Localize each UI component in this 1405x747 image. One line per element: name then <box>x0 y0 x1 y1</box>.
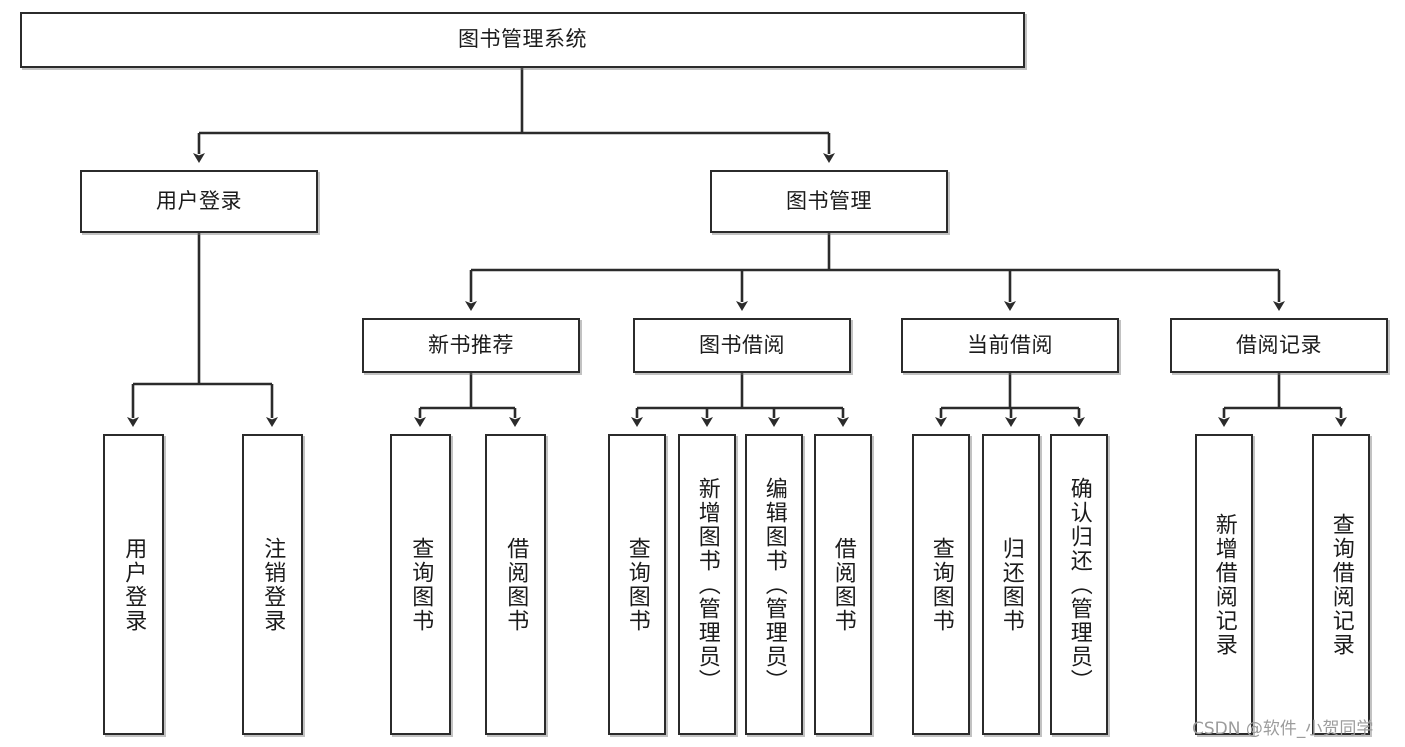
node-user-login-label: 用户登录 <box>156 188 242 213</box>
node-leaf-confirm-return-label: 确认归还（管理员） <box>1066 476 1092 693</box>
node-leaf-borrow-book-2[interactable]: 借阅图书 <box>814 434 872 735</box>
node-leaf-return-book[interactable]: 归还图书 <box>982 434 1040 735</box>
node-leaf-add-record[interactable]: 新增借阅记录 <box>1195 434 1253 735</box>
node-leaf-query-book-1[interactable]: 查询图书 <box>390 434 451 735</box>
node-leaf-query-record-label: 查询借阅记录 <box>1328 512 1354 657</box>
node-new-book-rec[interactable]: 新书推荐 <box>362 318 580 373</box>
node-borrow-record-label: 借阅记录 <box>1236 332 1322 357</box>
node-leaf-add-book-label: 新增图书（管理员） <box>694 476 720 693</box>
node-borrow-record[interactable]: 借阅记录 <box>1170 318 1388 373</box>
node-root-label: 图书管理系统 <box>458 27 587 52</box>
node-root[interactable]: 图书管理系统 <box>20 12 1025 68</box>
node-leaf-query-book-3-label: 查询图书 <box>928 536 954 633</box>
node-leaf-add-book[interactable]: 新增图书（管理员） <box>678 434 736 735</box>
node-leaf-user-login-label: 用户登录 <box>121 536 147 633</box>
node-leaf-confirm-return[interactable]: 确认归还（管理员） <box>1050 434 1108 735</box>
node-leaf-borrow-book-1[interactable]: 借阅图书 <box>485 434 546 735</box>
node-leaf-edit-book[interactable]: 编辑图书（管理员） <box>745 434 803 735</box>
node-leaf-edit-book-label: 编辑图书（管理员） <box>761 476 787 693</box>
node-leaf-add-record-label: 新增借阅记录 <box>1211 512 1237 657</box>
node-leaf-user-login[interactable]: 用户登录 <box>103 434 164 735</box>
node-leaf-query-book-2-label: 查询图书 <box>624 536 650 633</box>
node-leaf-query-record[interactable]: 查询借阅记录 <box>1312 434 1370 735</box>
node-new-book-rec-label: 新书推荐 <box>428 332 514 357</box>
node-leaf-return-book-label: 归还图书 <box>998 536 1024 633</box>
node-leaf-query-book-2[interactable]: 查询图书 <box>608 434 666 735</box>
node-book-manage[interactable]: 图书管理 <box>710 170 948 233</box>
node-user-login[interactable]: 用户登录 <box>80 170 318 233</box>
node-leaf-user-logout-label: 注销登录 <box>260 536 286 633</box>
node-leaf-borrow-book-2-label: 借阅图书 <box>830 536 856 633</box>
node-book-borrow-label: 图书借阅 <box>699 332 785 357</box>
node-current-borrow[interactable]: 当前借阅 <box>901 318 1119 373</box>
node-book-manage-label: 图书管理 <box>786 188 872 213</box>
node-book-borrow[interactable]: 图书借阅 <box>633 318 851 373</box>
node-leaf-query-book-3[interactable]: 查询图书 <box>912 434 970 735</box>
node-leaf-user-logout[interactable]: 注销登录 <box>242 434 303 735</box>
node-leaf-borrow-book-1-label: 借阅图书 <box>503 536 529 633</box>
node-current-borrow-label: 当前借阅 <box>967 332 1053 357</box>
node-leaf-query-book-1-label: 查询图书 <box>408 536 434 633</box>
